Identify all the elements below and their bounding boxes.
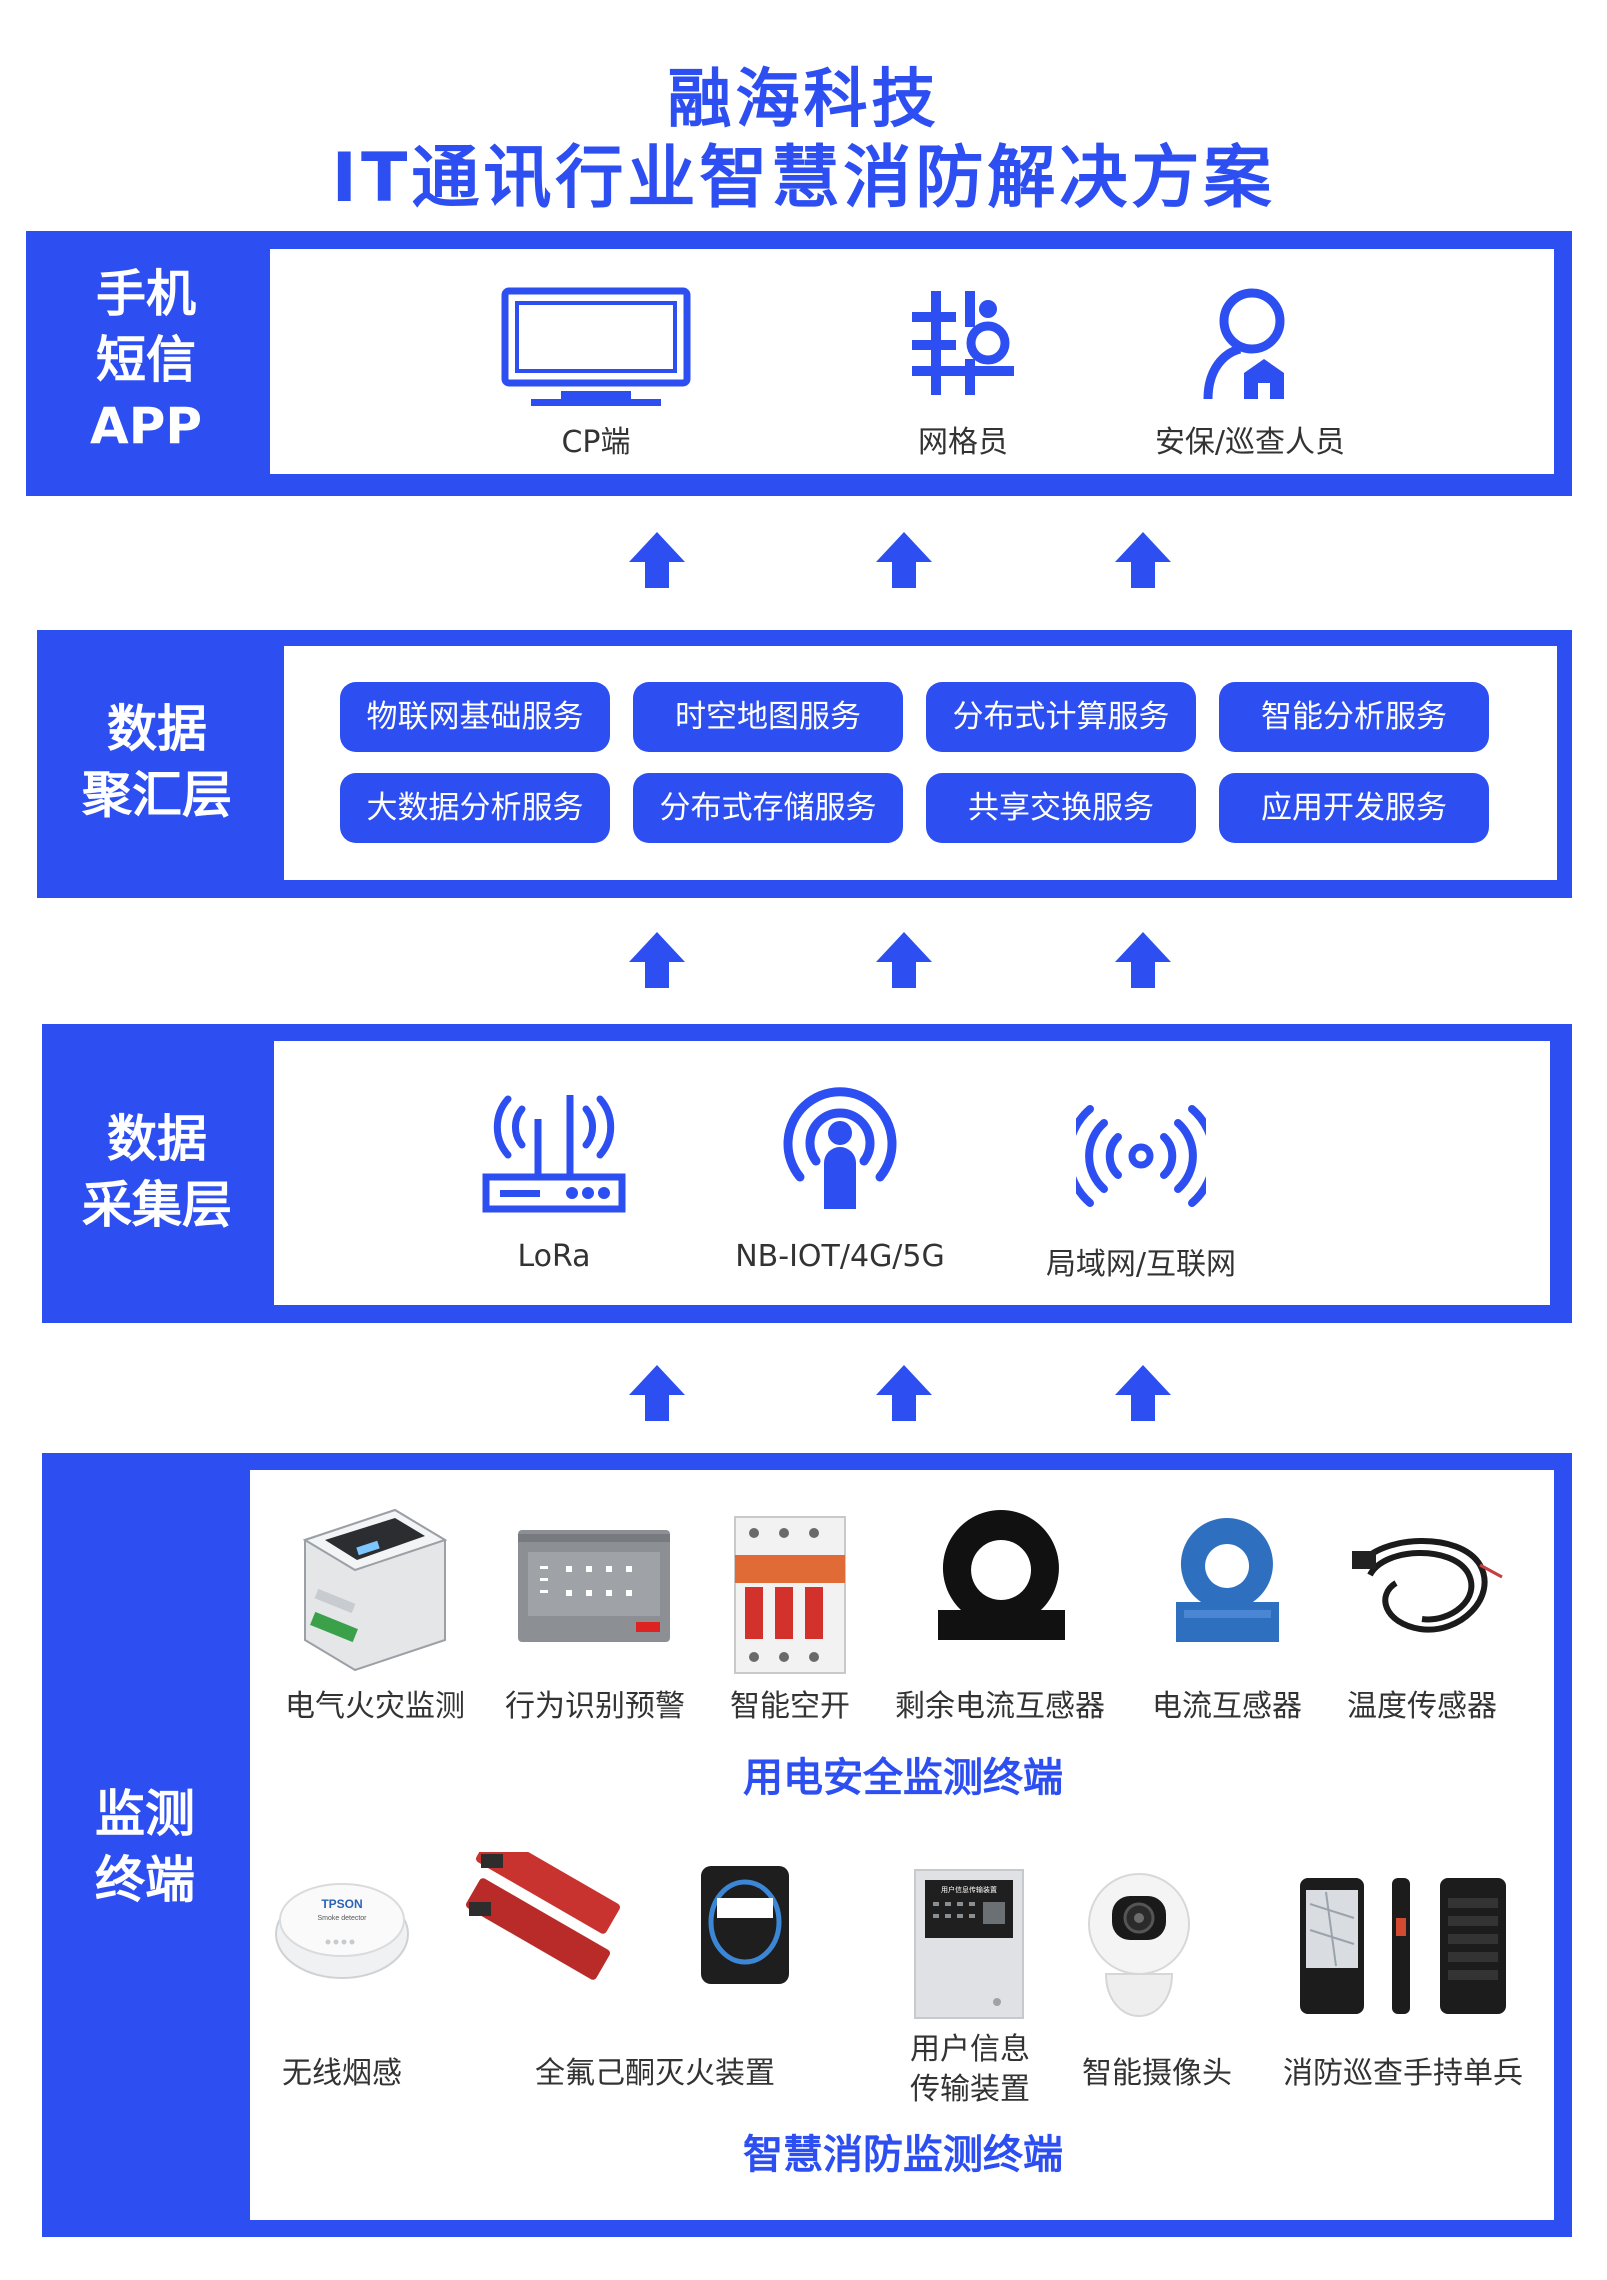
device-caption: 全氟己酮灭火装置 (535, 2056, 775, 2091)
handheld-patrol-terminal-image (1300, 1878, 1506, 2014)
security-label: 安保/巡查人员 (1154, 425, 1346, 460)
nbiot-label: NB-IOT/4G/5G (735, 1239, 945, 1274)
cp-label: CP端 (561, 425, 631, 460)
terminal-layer-label: 监测 终端 (95, 1785, 195, 1909)
smart-breaker-image (734, 1516, 846, 1674)
service-chip[interactable]: 应用开发服务 (1219, 773, 1489, 843)
fire-extinguishing-device-image (466, 1852, 789, 1984)
service-chip[interactable]: 物联网基础服务 (340, 682, 610, 752)
security-item[interactable]: 安保/巡查人员 (1155, 287, 1345, 460)
up-arrow-icon (1115, 1365, 1171, 1421)
up-arrow-icon (629, 1365, 685, 1421)
device-caption: 智能空开 (730, 1689, 850, 1724)
app-layer: 手机 短信 APP CP端 (26, 231, 1572, 496)
up-arrow-icon (629, 932, 685, 988)
collection-layer-label: 数据 采集层 (82, 1110, 232, 1234)
service-chip[interactable]: 分布式存储服务 (633, 773, 903, 843)
device-caption: 电气火灾监测 (285, 1689, 465, 1724)
up-arrow-icon (1115, 932, 1171, 988)
broadcast-person-icon (783, 1087, 897, 1209)
lora-label: LoRa (517, 1239, 591, 1274)
lan-label: 局域网/互联网 (1045, 1247, 1237, 1282)
service-chip[interactable]: 共享交换服务 (926, 773, 1196, 843)
up-arrow-icon (629, 532, 685, 588)
aggregation-layer-label: 数据 聚汇层 (82, 700, 232, 824)
service-chip[interactable]: 智能分析服务 (1219, 682, 1489, 752)
terminal-panel (250, 1470, 1554, 2220)
up-arrow-icon (876, 532, 932, 588)
fire-group-title: 智慧消防监测终端 (743, 2132, 1063, 2178)
device-caption: 温度传感器 (1347, 1689, 1497, 1724)
svg-text:TPSON: TPSON (321, 1897, 362, 1911)
device-caption: 智能摄像头 (1082, 2056, 1232, 2091)
app-panel: CP端 网格员 (270, 249, 1554, 474)
aggregation-layer: 数据 聚汇层 物联网基础服务 时空地图服务 分布式计算服务 智能分析服务 大数据… (37, 630, 1572, 898)
app-layer-label: 手机 短信 APP (90, 265, 202, 455)
temperature-sensor-image (1352, 1538, 1503, 1633)
behavior-recognition-device-image (518, 1530, 670, 1642)
svg-text:Smoke detector: Smoke detector (317, 1915, 367, 1922)
svg-text:用户信息传输装置: 用户信息传输装置 (941, 1885, 997, 1894)
up-arrow-icon (1115, 532, 1171, 588)
security-person-icon (1203, 288, 1285, 400)
page-title: 融海科技 (667, 63, 940, 137)
device-caption: 电流互感器 (1152, 1689, 1302, 1724)
router-icon (482, 1095, 626, 1213)
monitor-icon (501, 287, 691, 406)
collection-layer: 数据 采集层 LoRa (42, 1024, 1572, 1323)
electrical-group-title: 用电安全监测终端 (743, 1755, 1063, 1801)
up-arrow-icon (876, 1365, 932, 1421)
collection-panel: LoRa NB-IOT/4G/5G (274, 1041, 1550, 1305)
grid-member-label: 网格员 (918, 425, 1008, 460)
electrical-fire-monitor-image (302, 1508, 448, 1672)
device-caption: 行为识别预警 (505, 1689, 685, 1724)
current-transformer-image (1176, 1518, 1279, 1642)
device-caption: 消防巡查手持单兵 (1283, 2056, 1523, 2091)
smart-camera-image (1088, 1873, 1190, 2018)
aggregation-panel: 物联网基础服务 时空地图服务 分布式计算服务 智能分析服务 大数据分析服务 分布… (284, 646, 1557, 880)
service-chip[interactable]: 时空地图服务 (633, 682, 903, 752)
lora-item[interactable]: LoRa (482, 1089, 626, 1279)
device-caption: 用户信息 传输装置 (910, 2032, 1030, 2107)
user-info-transmission-device-image: 用户信息传输装置 (914, 1869, 1024, 2019)
up-arrow-icon (876, 932, 932, 988)
service-chip[interactable]: 分布式计算服务 (926, 682, 1196, 752)
service-chip[interactable]: 大数据分析服务 (340, 773, 610, 843)
nbiot-item[interactable]: NB-IOT/4G/5G (735, 1081, 945, 1279)
lan-item[interactable]: 局域网/互联网 (1046, 1101, 1236, 1282)
residual-current-transformer-image (938, 1510, 1065, 1640)
wireless-smoke-detector-image: TPSON Smoke detector (275, 1883, 409, 1979)
grid-network-icon (912, 291, 1014, 395)
device-caption: 无线烟感 (282, 2056, 402, 2091)
device-caption: 剩余电流互感器 (895, 1689, 1105, 1724)
wireless-signal-icon (1064, 1105, 1218, 1207)
page-subtitle: IT通讯行业智慧消防解决方案 (331, 139, 1276, 218)
grid-member-item[interactable]: 网格员 (908, 287, 1018, 460)
cp-item[interactable]: CP端 (501, 287, 691, 460)
